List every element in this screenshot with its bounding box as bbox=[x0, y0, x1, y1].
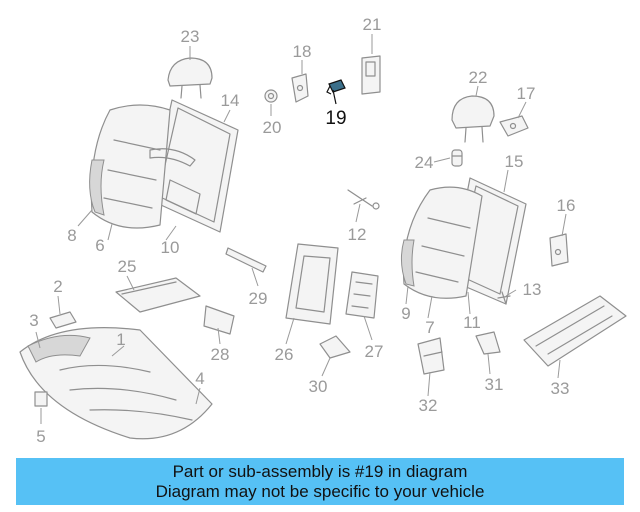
info-banner: Part or sub-assembly is #19 in diagram D… bbox=[16, 458, 624, 505]
callout-9: 9 bbox=[401, 304, 410, 323]
callout-11: 11 bbox=[463, 313, 481, 332]
callout-27: 27 bbox=[365, 342, 384, 361]
callout-10: 10 bbox=[161, 238, 180, 257]
callout-31: 31 bbox=[485, 375, 504, 394]
callout-24: 24 bbox=[415, 153, 434, 172]
back-panel-part bbox=[345, 271, 379, 319]
callout-2: 2 bbox=[53, 277, 62, 296]
callout-labels: 1 2 3 4 5 6 7 8 9 10 11 12 13 14 15 16 1… bbox=[29, 15, 575, 446]
callout-19-highlighted: 19 bbox=[325, 108, 346, 129]
guide-part bbox=[291, 73, 309, 103]
callout-22: 22 bbox=[469, 68, 488, 87]
bracket-part bbox=[499, 115, 529, 137]
callout-14: 14 bbox=[221, 91, 240, 110]
armrest-frame-part bbox=[285, 243, 339, 325]
callout-16: 16 bbox=[557, 196, 576, 215]
mount-bracket-part bbox=[417, 337, 445, 375]
callout-7: 7 bbox=[425, 318, 434, 337]
callout-21: 21 bbox=[363, 15, 382, 34]
strip-part bbox=[225, 247, 267, 273]
callout-17: 17 bbox=[517, 84, 536, 103]
plug-part bbox=[34, 391, 48, 407]
callout-6: 6 bbox=[95, 236, 104, 255]
backrest-cushion-right-part bbox=[400, 186, 483, 299]
cover-part bbox=[319, 335, 351, 359]
callout-13: 13 bbox=[523, 280, 542, 299]
callout-1: 1 bbox=[116, 330, 125, 349]
headrest-left-part bbox=[167, 57, 213, 99]
headrest-right-part bbox=[451, 95, 495, 143]
clip-bracket-part bbox=[475, 331, 501, 355]
parts-diagram: 1 2 3 4 5 6 7 8 9 10 11 12 13 14 15 16 1… bbox=[19, 15, 627, 446]
callout-20: 20 bbox=[263, 118, 282, 137]
callout-26: 26 bbox=[275, 345, 294, 364]
callout-8: 8 bbox=[67, 226, 76, 245]
trim-part bbox=[203, 305, 235, 335]
backrest-cushion-left-part bbox=[89, 104, 196, 229]
callout-32: 32 bbox=[419, 396, 438, 415]
banner-line-2: Diagram may not be specific to your vehi… bbox=[155, 481, 485, 501]
callout-29: 29 bbox=[249, 289, 268, 308]
callout-28: 28 bbox=[211, 345, 230, 364]
leader-lines bbox=[35, 34, 567, 424]
screw-part bbox=[347, 189, 380, 210]
side-bolster-part bbox=[523, 295, 627, 367]
callout-5: 5 bbox=[36, 427, 45, 446]
callout-18: 18 bbox=[293, 42, 312, 61]
banner-line-1: Part or sub-assembly is #19 in diagram bbox=[172, 461, 468, 481]
callout-4: 4 bbox=[195, 369, 204, 388]
highlighted-bolt-part bbox=[326, 79, 346, 105]
hinge-part bbox=[549, 233, 569, 267]
small-bracket-part bbox=[49, 311, 77, 329]
callout-25: 25 bbox=[118, 257, 137, 276]
callout-30: 30 bbox=[309, 377, 328, 396]
nut-part bbox=[264, 89, 278, 103]
bushing-part bbox=[451, 149, 463, 167]
callout-15: 15 bbox=[505, 152, 524, 171]
clip-part bbox=[497, 291, 511, 305]
callout-12: 12 bbox=[348, 225, 367, 244]
seat-cushion-part bbox=[19, 327, 213, 440]
callout-3: 3 bbox=[29, 311, 38, 330]
callout-23: 23 bbox=[181, 27, 200, 46]
panel-part bbox=[115, 277, 201, 313]
latch-cover-part bbox=[361, 55, 381, 95]
callout-33: 33 bbox=[551, 379, 570, 398]
